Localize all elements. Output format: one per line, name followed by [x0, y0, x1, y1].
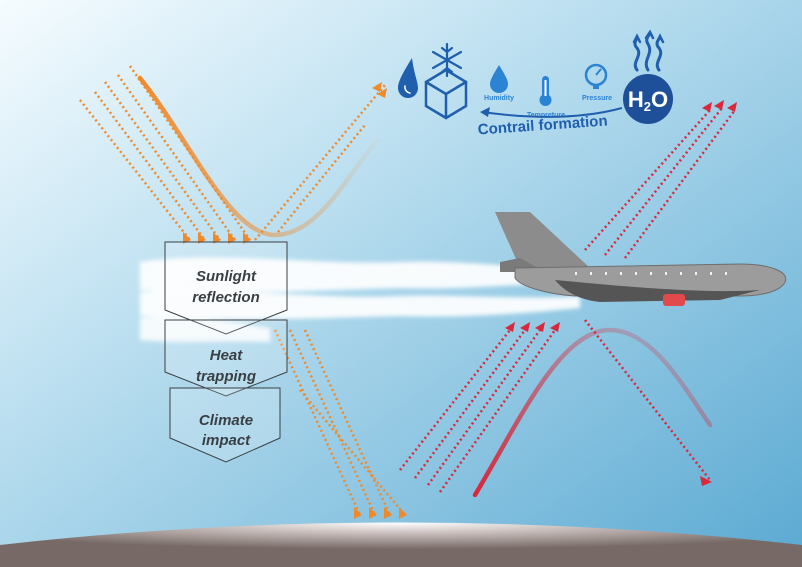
heat-upper-arrowheads	[702, 100, 737, 112]
step-1-line2: reflection	[192, 289, 260, 306]
h2o-circle	[623, 74, 673, 124]
sunlight-arrowheads-lower	[354, 507, 407, 519]
heat-reflected-down-rays	[584, 319, 711, 481]
aircraft-icon	[495, 212, 787, 306]
sunlight-arrowheads-upper	[183, 232, 251, 244]
sunlight-reflect-arrowheads	[372, 82, 387, 98]
pressure-label: Pressure	[582, 95, 612, 102]
heat-outgoing-rays	[399, 329, 557, 493]
ice-crystal-icon	[398, 42, 468, 120]
step-sunlight-reflection: Sunlight reflection	[164, 241, 288, 335]
earth-surface	[0, 522, 802, 567]
formation-arrowhead	[480, 107, 490, 117]
heat-escaping-rays	[584, 107, 737, 259]
sunlight-reflection-arc	[137, 75, 381, 238]
thermometer-icon	[539, 76, 552, 106]
contrail-cloud	[140, 257, 580, 342]
sunlight-transmitted-rays	[273, 329, 406, 516]
humidity-drop-icon	[490, 65, 508, 93]
step-climate-impact: Climate impact	[169, 387, 281, 463]
h2o-label: H2O	[628, 87, 668, 114]
heat-down-arrowhead	[700, 476, 712, 486]
step-3-line2: impact	[202, 432, 251, 449]
step-2-line2: trapping	[196, 368, 256, 385]
heat-trapping-arc	[472, 327, 713, 498]
step-2-line1: Heat	[210, 347, 244, 364]
water-vapor-icon	[632, 29, 665, 72]
temperature-label: Tempreture	[527, 112, 565, 119]
heat-lower-arrowheads	[505, 322, 560, 332]
step-heat-trapping: Heat trapping	[164, 319, 288, 397]
sunlight-reflected-rays	[254, 84, 386, 241]
pressure-gauge-icon	[584, 63, 608, 89]
humidity-label: Humidity	[484, 95, 514, 102]
step-3-line1: Climate	[199, 412, 253, 429]
formation-arrow	[481, 107, 623, 118]
step-1-line1: Sunlight	[196, 268, 257, 285]
